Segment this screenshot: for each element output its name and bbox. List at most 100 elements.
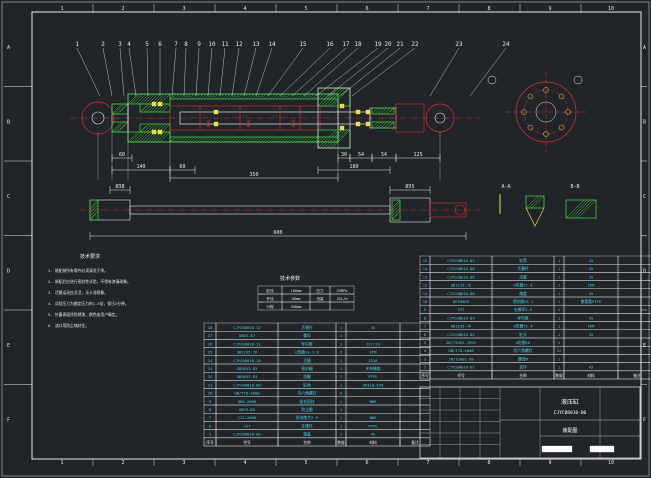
bom-cell-text: 1: [558, 365, 561, 370]
hatch-line: [141, 93, 153, 105]
bom-cell-text: 支撑环2.5: [514, 307, 532, 312]
hatch-line: [377, 121, 385, 129]
bom-cell-text: 45: [589, 274, 594, 279]
hatch-line: [317, 136, 324, 143]
bom-cell-text: 防尘圈: [301, 407, 313, 412]
hatch-line: [185, 93, 192, 100]
hatch-line: [182, 93, 189, 100]
hatch-line: [197, 136, 204, 143]
hatch-line: [302, 136, 309, 143]
bom-cell-text: GB/T3452-1992: [446, 340, 476, 345]
border-column-number: 10: [608, 6, 614, 12]
hatch-line: [383, 121, 391, 129]
bom-header-text: 材料: [587, 373, 595, 378]
seal-ring: [157, 101, 163, 107]
bom-cell-text: 1: [340, 358, 343, 363]
title-block: [419, 386, 641, 459]
bom-cell-text: 端盖: [303, 432, 311, 437]
note-line: 2. 装配后应进行密封性试验，不得有渗漏现象。: [48, 279, 131, 284]
bom-cell-text: NBR: [370, 399, 378, 404]
leader-line: [315, 47, 379, 97]
hatch-line: [170, 93, 177, 100]
title-drawing-no: CJYC08010-00: [554, 410, 587, 416]
bom-cell-text: 45: [589, 315, 594, 320]
bom-cell-text: 5: [424, 340, 426, 345]
bom-cell: [617, 264, 651, 273]
hatch-line: [236, 136, 243, 143]
border-row-letter: D: [643, 269, 646, 275]
bom-header-text: 序号: [206, 440, 214, 445]
bom-header-text: 序号: [421, 373, 429, 378]
hatch-line: [203, 136, 210, 143]
bom-cell-text: 1: [558, 291, 561, 296]
hatch-line: [284, 93, 291, 100]
hatch-line: [153, 131, 165, 143]
bom-cell-text: 4: [424, 348, 427, 353]
hatch-line: [272, 136, 279, 143]
border-row-letter: C: [643, 194, 646, 200]
bom-cell-text: 2: [340, 423, 342, 428]
hatch-line: [167, 103, 171, 107]
bom-cell-text: 9: [209, 399, 212, 404]
inner-frame: [31, 11, 642, 460]
bom-cell-text: 缸筒: [519, 258, 527, 263]
barrel-wall-hatch: [169, 93, 339, 100]
bom-cell-text: 1: [558, 315, 561, 320]
bom-cell-text: CJYC08010-06: [447, 291, 475, 296]
hatch-line: [197, 93, 204, 100]
hatch-line: [206, 93, 213, 100]
bom-cell-text: 12: [557, 348, 562, 353]
bom-cell-text: GB1235-76: [451, 283, 472, 288]
hatch-line: [540, 195, 545, 200]
bolt-hole: [527, 93, 534, 100]
hatch-line: [320, 136, 327, 143]
bom-cell-text: 8: [209, 407, 212, 412]
hatch-line: [248, 93, 255, 100]
hatch-line: [169, 95, 174, 100]
param-value: 流量: [316, 296, 324, 301]
bom-cell-text: 1: [340, 399, 343, 404]
hatch-line: [263, 136, 270, 143]
border-row-letter: D: [7, 269, 10, 275]
hatch-line: [227, 136, 234, 143]
balloon-number: 12: [235, 41, 243, 48]
barrel-wall-hatch: [169, 136, 339, 143]
hatch-line: [311, 93, 318, 100]
hatch-line: [113, 121, 125, 133]
hatch-line: [221, 136, 228, 143]
hatch-line: [326, 93, 333, 100]
hatch-line: [140, 123, 150, 133]
hatch-line: [296, 136, 303, 143]
hatch-line: [147, 131, 159, 143]
bom-header-text: 名称: [519, 373, 527, 378]
hatch-line: [129, 93, 141, 105]
hatch-line: [329, 129, 349, 149]
bom-cell-text: 3: [424, 356, 426, 361]
rod-chamber: [169, 105, 321, 131]
section-label-a: A-A: [501, 184, 510, 190]
dimension-label: Ø35: [405, 183, 414, 190]
bom-cell-text: 挡圈: [303, 374, 311, 379]
hatch-line: [251, 93, 258, 100]
bom-cell: [617, 346, 651, 355]
hatch-line: [116, 121, 128, 133]
hatch-line: [287, 136, 294, 143]
hatch-line: [317, 87, 337, 107]
note-line: 5. 外露表面涂防锈漆，颜色由用户确定。: [48, 312, 119, 317]
hatch-line: [293, 136, 300, 143]
bom-header-cell: [617, 370, 651, 380]
border-column-number: 4: [243, 6, 246, 12]
bom-header-text: 代号: [457, 373, 465, 378]
bom-cell-text: 1: [340, 341, 343, 346]
hatch-line: [200, 136, 207, 143]
balloon-number: 20: [384, 41, 392, 48]
bom-cell-text: GB63-87: [239, 333, 255, 338]
border-column-number: 5: [304, 6, 307, 12]
bom-cell-text: 7: [424, 324, 426, 329]
bom-cell-text: 14: [423, 266, 428, 271]
bom-cell-text: 15: [423, 258, 428, 263]
hatch-line: [236, 93, 243, 100]
hatch-line: [224, 93, 231, 100]
border-column-number: 6: [365, 6, 368, 12]
